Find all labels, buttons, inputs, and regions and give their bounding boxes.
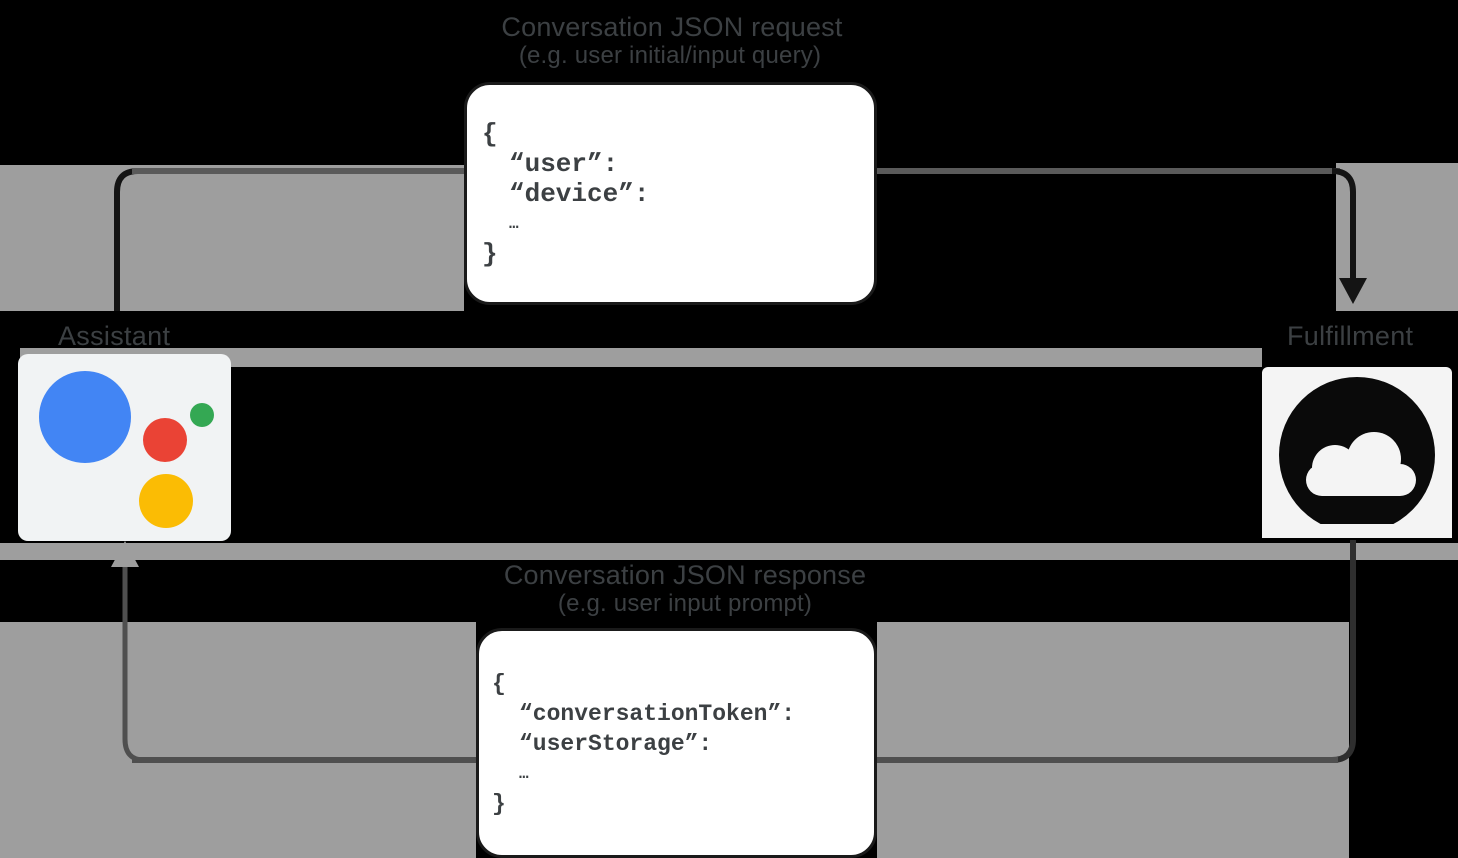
response-arrowhead-up-icon [111, 541, 139, 567]
cloud-icon-flat-bottom [1262, 524, 1452, 538]
request-label-line2: (e.g. user initial/input query) [518, 42, 822, 69]
response-code-close-brace: } [492, 791, 506, 817]
assistant-node-card [18, 354, 231, 541]
google-cloud-icon [1262, 377, 1452, 538]
response-code-userstorage-key: “userStorage”: [519, 731, 713, 757]
band-bottom-left [0, 622, 476, 858]
assistant-yellow-circle [139, 474, 193, 528]
response-label-line1: Conversation JSON response [503, 560, 867, 590]
response-arrow-vertical-segment [1331, 540, 1356, 763]
response-code-conversationtoken-key: “conversationToken”: [519, 701, 796, 727]
request-arrowhead-down-icon [1339, 278, 1367, 304]
request-code-open-brace: { [482, 119, 498, 149]
band-top-left [0, 165, 464, 311]
fulfillment-node-card [1262, 367, 1452, 538]
assistant-green-circle [190, 403, 214, 427]
request-code-user-key: “user”: [509, 149, 619, 179]
fulfillment-label: Fulfillment [1287, 321, 1414, 351]
response-code-open-brace: { [492, 671, 506, 697]
request-label-line1: Conversation JSON request [501, 12, 843, 42]
request-code-ellipsis: … [509, 215, 519, 233]
request-arrow-vertical-segment [114, 168, 139, 311]
request-code-device-key: “device”: [509, 179, 650, 209]
band-mid-strip [20, 348, 1262, 367]
band-icons-bottom-strip [0, 543, 1458, 560]
band-bottom-right [877, 622, 1349, 858]
google-assistant-icon [39, 371, 214, 528]
request-arrow-corner-segment [1331, 168, 1356, 279]
response-code-ellipsis: … [519, 765, 529, 783]
request-code-close-brace: } [482, 239, 498, 269]
response-json-card: { “conversationToken”: “userStorage”: … … [476, 628, 877, 858]
cloud-icon-cloud-shape [1306, 432, 1416, 496]
request-json-card: { “user”: “device”: … } [464, 82, 877, 305]
assistant-red-circle [143, 418, 187, 462]
response-arrow-corner-segment [122, 565, 145, 763]
assistant-label: Assistant [58, 321, 171, 351]
assistant-blue-circle [39, 371, 131, 463]
response-label-line2: (e.g. user input prompt) [557, 590, 813, 617]
